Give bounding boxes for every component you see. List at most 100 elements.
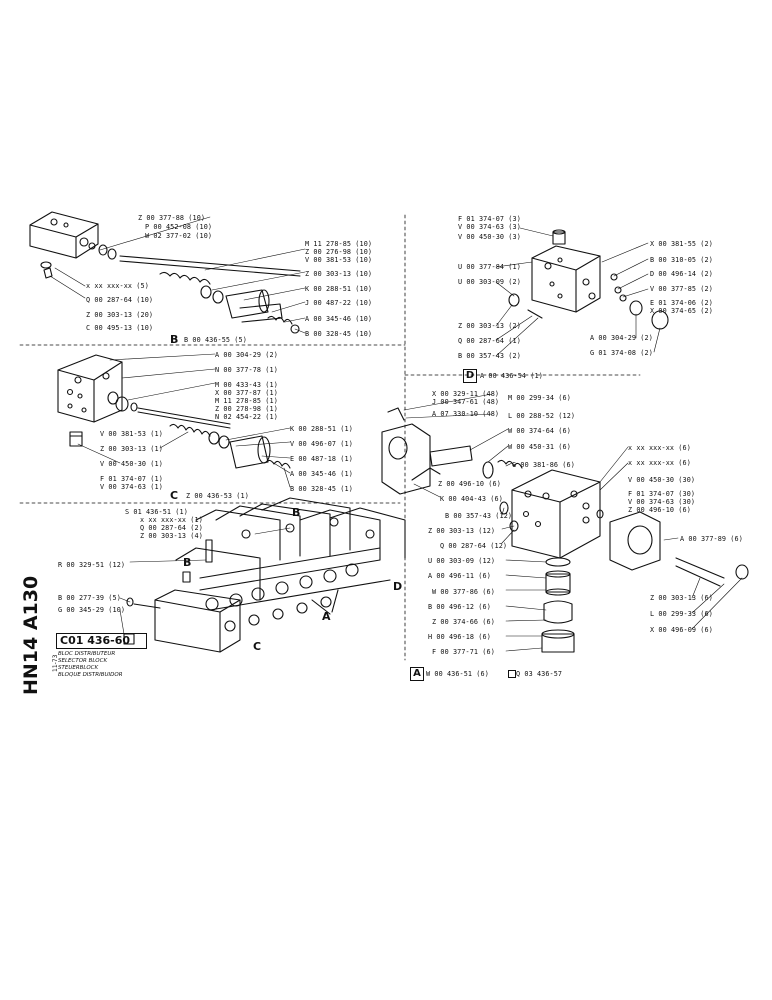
- part-label: Z 00 377-88 (10): [138, 214, 206, 222]
- part-label: Z 00 303-13 (12): [428, 527, 496, 535]
- part-label: B 00 310-05 (2): [650, 256, 713, 264]
- part-label: G 01 374-08 (2): [590, 349, 653, 357]
- callout-b: B: [183, 556, 192, 569]
- part-label: S 01 436-51 (1): [125, 508, 188, 516]
- part-label: Z 00 303-13 (4): [140, 532, 203, 540]
- part-label: Z 00 496-10 (6): [438, 480, 501, 488]
- part-label: E 01 374-06 (2): [650, 299, 713, 307]
- part-label: N 00 377-78 (1): [215, 366, 278, 374]
- part-label: K 00 288-51 (10): [305, 285, 373, 293]
- part-label: M 00 299-34 (6): [508, 394, 571, 402]
- part-label: Z 00 278-98 (1): [215, 405, 278, 413]
- callout-d: D: [393, 580, 403, 593]
- part-label: X 00 377-87 (1): [215, 389, 278, 397]
- part-label: Z 00 496-10 (6): [628, 506, 691, 514]
- part-label: Z 00 303-13 (10): [305, 270, 373, 278]
- section-d-drawing: [508, 229, 669, 330]
- callout-a: A: [322, 610, 331, 623]
- part-label: K 00 404-43 (6): [440, 495, 503, 503]
- part-label: P 00 452-08 (10): [145, 223, 213, 231]
- subtitle-line: SELECTOR BLOCK: [58, 658, 108, 664]
- subtitle-line: STEUERBLOCK: [58, 665, 99, 671]
- part-label: U 00 303-09 (12): [428, 557, 496, 565]
- section-c-drawing: [57, 354, 291, 469]
- section-a-letter: A: [410, 667, 424, 681]
- part-label: B 00 328-45 (10): [305, 330, 373, 338]
- part-label: Z 00 374-66 (6): [432, 618, 495, 626]
- section-d-letter: D: [463, 369, 477, 383]
- alt-ref-box-icon: [508, 670, 516, 678]
- leader-lines: [49, 216, 743, 652]
- part-label: F 01 374-07 (1): [100, 475, 163, 483]
- part-label: F 01 374-07 (30): [628, 490, 696, 498]
- part-label: M 11 278-85 (10): [305, 240, 373, 248]
- part-label: C 00 495-13 (10): [86, 324, 154, 332]
- section-dividers: [19, 214, 641, 661]
- part-label: Q 00 287-64 (2): [140, 524, 203, 532]
- part-label: Q 00 287-64 (12): [440, 542, 508, 550]
- part-label: Z 00 303-13 (6): [650, 594, 713, 602]
- part-label: X 00 496-09 (6): [650, 626, 713, 634]
- section-c-ref: Z 00 436-53 (1): [186, 492, 249, 500]
- part-label: A 07 330-10 (48): [432, 410, 500, 418]
- part-label: x xx xxx-xx (1): [140, 516, 203, 524]
- part-label: M 00 433-43 (1): [215, 381, 278, 389]
- part-label: x xx xxx-xx (6): [628, 444, 691, 452]
- part-label: V 00 450-30 (1): [100, 460, 163, 468]
- section-b-ref: B 00 436-55 (5): [184, 336, 247, 344]
- part-label: F 01 374-07 (3): [458, 215, 521, 223]
- section-b-letter: B: [170, 333, 179, 346]
- sheet-vertical-code: HN14 A130: [20, 575, 42, 695]
- section-b-drawing: [29, 211, 301, 334]
- part-label: A 00 345-46 (1): [290, 470, 353, 478]
- section-a-drawing: [381, 407, 749, 653]
- part-label: X 00 374-65 (2): [650, 307, 713, 315]
- part-label: W 02 377-02 (10): [145, 232, 213, 240]
- subtitle-line: BLOQUE DISTRIBUIDOR: [58, 672, 123, 678]
- part-label: K 00 288-51 (1): [290, 425, 353, 433]
- assembly-drawing: [123, 497, 406, 653]
- part-label: W 00 377-86 (6): [432, 588, 495, 596]
- part-label: X 00 329-11 (48): [432, 390, 500, 398]
- part-label: M 11 278-85 (1): [215, 397, 278, 405]
- section-a-ref: W 00 436-51 (6): [426, 670, 489, 678]
- part-label: V 00 374-63 (3): [458, 223, 521, 231]
- part-label: N 02 454-22 (1): [215, 413, 278, 421]
- part-label: U 00 377-84 (1): [458, 263, 521, 271]
- part-label: x xx xxx-xx (5): [86, 282, 149, 290]
- callout-b: B: [292, 506, 301, 519]
- part-label: Z 00 276-98 (10): [305, 248, 373, 256]
- part-label: X 00 381-55 (2): [650, 240, 713, 248]
- part-label: W 00 450-31 (6): [508, 443, 571, 451]
- part-label: V 00 377-85 (2): [650, 285, 713, 293]
- part-label: H 00 496-18 (6): [428, 633, 491, 641]
- part-label: V 00 374-63 (1): [100, 483, 163, 491]
- part-label: Q 00 287-64 (1): [458, 337, 521, 345]
- part-label: A 00 304-29 (2): [590, 334, 653, 342]
- alt-ref: Q 03 436-57: [516, 670, 563, 678]
- part-label: A 00 304-29 (2): [215, 351, 278, 359]
- part-label: V 00 496-07 (1): [290, 440, 353, 448]
- part-label: B 00 328-45 (1): [290, 485, 353, 493]
- section-d-ref: A 00 436-54 (1): [480, 372, 543, 380]
- part-label: V 00 381-53 (10): [305, 256, 373, 264]
- part-label: V 00 381-53 (1): [100, 430, 163, 438]
- part-label: V 00 450-30 (30): [628, 476, 696, 484]
- section-c-letter: C: [170, 489, 179, 502]
- part-label: A 00 377-89 (6): [680, 535, 743, 543]
- part-label: W 00 374-64 (6): [508, 427, 571, 435]
- part-label: V 00 374-63 (30): [628, 498, 696, 506]
- part-label: V 00 450-30 (3): [458, 233, 521, 241]
- part-label: L 00 299-33 (6): [650, 610, 713, 618]
- part-label: U 00 303-09 (2): [458, 278, 521, 286]
- part-label: G 00 381-86 (6): [512, 461, 575, 469]
- callout-c: C: [253, 640, 262, 653]
- part-label: B 00 357-43 (2): [458, 352, 521, 360]
- part-label: Z 00 303-13 (2): [458, 322, 521, 330]
- part-label: R 00 329-51 (12): [58, 561, 126, 569]
- part-label: Z 00 303-13 (20): [86, 311, 154, 319]
- part-label: J 00 347-61 (48): [432, 398, 500, 406]
- sheet-title-code: C01 436-60: [56, 633, 147, 649]
- part-label: A 00 496-11 (6): [428, 572, 491, 580]
